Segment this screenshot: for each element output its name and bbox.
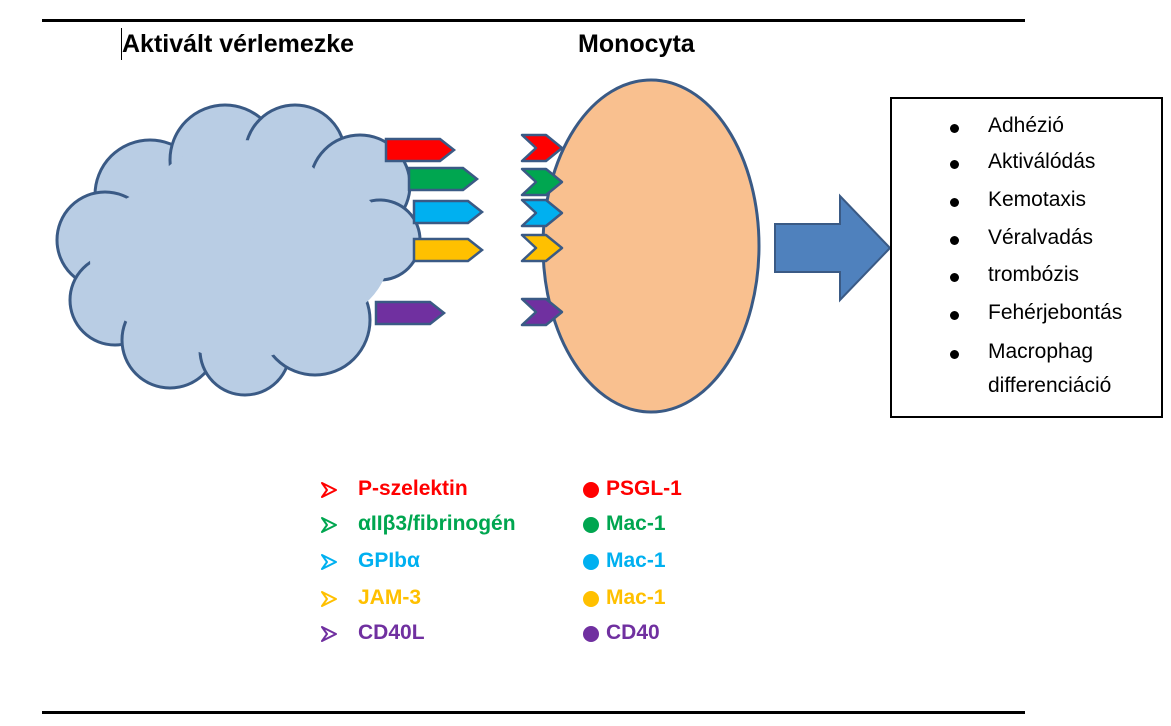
ligand-arrow bbox=[412, 199, 485, 225]
ligand-arrow bbox=[407, 166, 480, 192]
receptor-chevron bbox=[520, 297, 564, 327]
outcome-label: Véralvadás bbox=[988, 226, 1094, 249]
receptor-chevron bbox=[520, 233, 564, 263]
receptor-dot-icon bbox=[583, 626, 599, 642]
ligand-arrow bbox=[384, 137, 457, 163]
bullet-icon bbox=[950, 311, 959, 320]
monocyte-cell bbox=[541, 78, 761, 414]
legend-row: JAM-3 Mac-1 bbox=[0, 586, 800, 616]
receptor-label: Mac-1 bbox=[606, 586, 666, 609]
receptor-label: Mac-1 bbox=[606, 549, 666, 572]
legend-row: αIIβ3/fibrinogén Mac-1 bbox=[0, 512, 800, 542]
receptor-dot-icon bbox=[583, 554, 599, 570]
bullet-icon bbox=[950, 198, 959, 207]
ligand-arrow bbox=[412, 237, 485, 263]
legend-row: P-szelektin PSGL-1 bbox=[0, 477, 800, 507]
receptor-dot-icon bbox=[583, 482, 599, 498]
bullet-icon bbox=[950, 350, 959, 359]
arrowhead-icon bbox=[321, 591, 337, 607]
outcome-label: Aktiválódás bbox=[988, 150, 1096, 173]
outcome-label: Adhézió bbox=[988, 114, 1064, 137]
outcome-label: trombózis bbox=[988, 263, 1080, 286]
bullet-icon bbox=[950, 160, 959, 169]
monocyte-title: Monocyta bbox=[578, 30, 695, 58]
ligand-label: P-szelektin bbox=[358, 477, 468, 500]
text-cursor bbox=[121, 28, 122, 60]
outcome-arrow bbox=[774, 193, 892, 303]
receptor-dot-icon bbox=[583, 517, 599, 533]
receptor-label: CD40 bbox=[606, 621, 660, 644]
receptor-label: PSGL-1 bbox=[606, 477, 682, 500]
platelet-cloud bbox=[55, 103, 422, 397]
bullet-icon bbox=[950, 124, 959, 133]
top-rule bbox=[42, 19, 1025, 22]
outcome-label: Fehérjebontás bbox=[988, 301, 1123, 324]
receptor-chevron bbox=[520, 198, 564, 228]
legend-row: GPIbα Mac-1 bbox=[0, 549, 800, 579]
ligand-label: JAM-3 bbox=[358, 586, 422, 609]
ligand-arrow bbox=[374, 300, 447, 326]
receptor-dot-icon bbox=[583, 591, 599, 607]
receptor-chevron bbox=[520, 133, 564, 163]
receptor-chevron bbox=[520, 167, 564, 197]
outcome-label: Kemotaxis bbox=[988, 188, 1087, 211]
arrowhead-icon bbox=[321, 482, 337, 498]
receptor-chevrons bbox=[520, 133, 564, 327]
legend-row: CD40L CD40 bbox=[0, 621, 800, 651]
ligand-label: CD40L bbox=[358, 621, 425, 644]
arrowhead-icon bbox=[321, 517, 337, 533]
outcome-label: differenciáció bbox=[988, 374, 1112, 397]
receptor-label: Mac-1 bbox=[606, 512, 666, 535]
outcome-label: Macrophag bbox=[988, 340, 1094, 363]
bottom-rule bbox=[42, 711, 1025, 714]
platelet-title: Aktivált vérlemezke bbox=[122, 30, 355, 58]
arrowhead-icon bbox=[321, 626, 337, 642]
bullet-icon bbox=[950, 236, 959, 245]
ligand-label: αIIβ3/fibrinogén bbox=[358, 512, 516, 535]
arrowhead-icon bbox=[321, 554, 337, 570]
ligand-arrows bbox=[374, 137, 485, 326]
bullet-icon bbox=[950, 273, 959, 282]
ligand-label: GPIbα bbox=[358, 549, 420, 572]
